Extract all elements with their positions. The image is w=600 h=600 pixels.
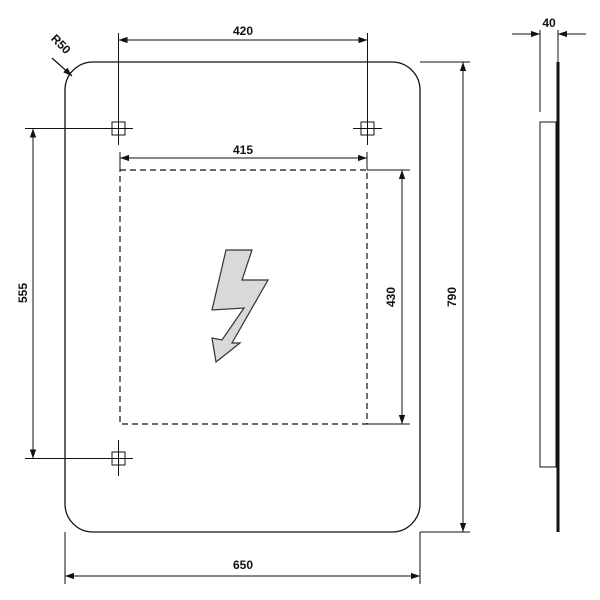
- lightning-bolt-icon: [211, 249, 270, 364]
- dimension-790: [420, 61, 470, 533]
- mounting-hole-top-left: [104, 106, 133, 145]
- dimension-430-label: 430: [384, 287, 398, 307]
- dimension-555-label: 555: [16, 283, 30, 303]
- mounting-hole-top-right: [353, 106, 382, 145]
- dimension-650: [64, 532, 421, 584]
- dimension-40-label: 40: [542, 16, 556, 30]
- dimension-555: [25, 128, 108, 459]
- dimension-650-label: 650: [233, 558, 253, 572]
- dimension-790-label: 790: [445, 287, 459, 307]
- dimension-420: [118, 33, 368, 108]
- dimension-430: [367, 169, 410, 425]
- mirror-outline: [64, 61, 421, 533]
- dimension-420-label: 420: [233, 24, 253, 38]
- mounting-hole-bottom-left: [104, 440, 133, 476]
- dimension-415-label: 415: [233, 143, 253, 157]
- cutout-area: [119, 169, 368, 425]
- side-view: [512, 30, 586, 532]
- dimension-415: [119, 152, 368, 170]
- radius-label: R50: [48, 31, 74, 57]
- radius-dimension: R50: [48, 31, 74, 77]
